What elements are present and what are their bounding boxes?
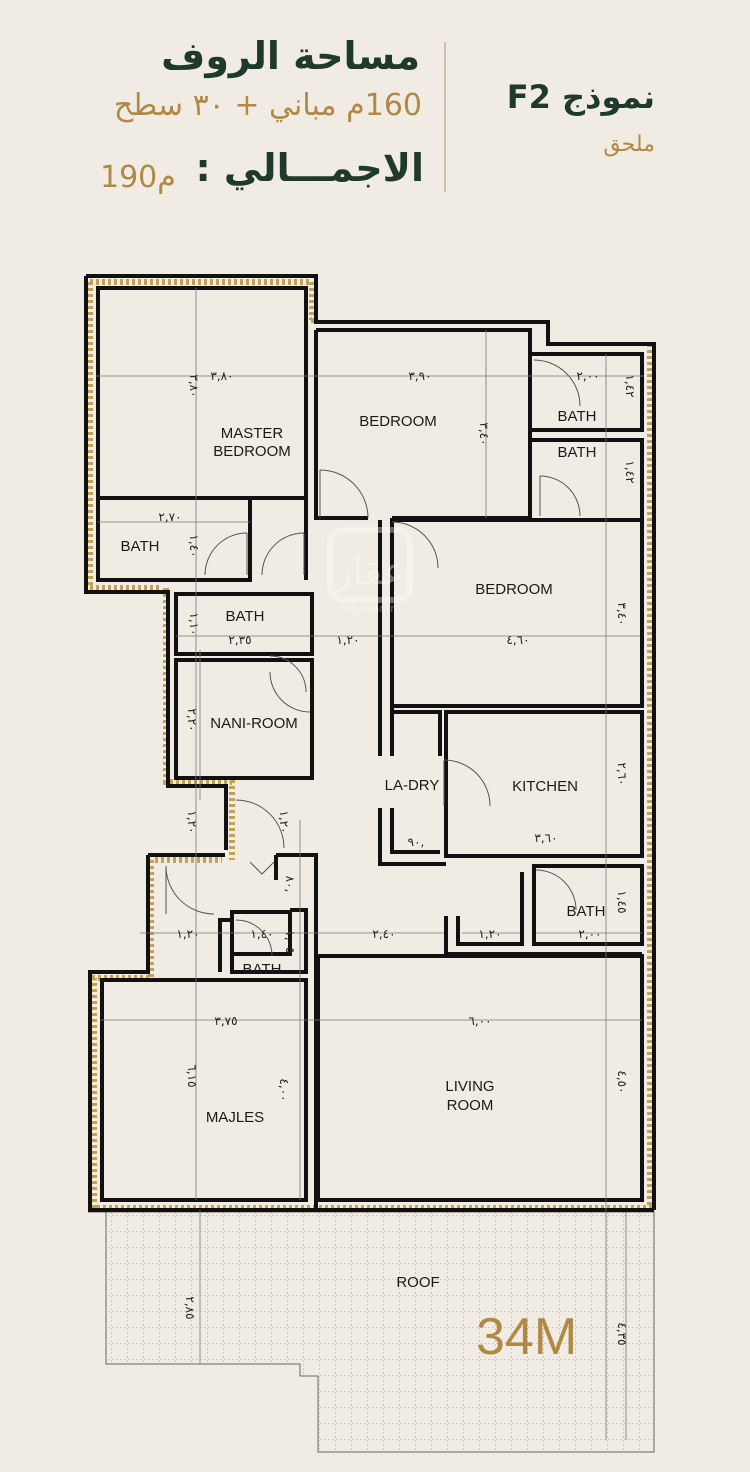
nani-room-label: NANI-ROOM <box>210 715 298 732</box>
living-room-label-1: LIVING <box>445 1078 494 1095</box>
doors <box>165 359 581 957</box>
dim-living-height: ٤,٥٠ <box>615 1070 629 1093</box>
dim-bed-top-height: ٣,٤٠ <box>477 422 491 445</box>
dim-bed-top-width: ٣,٩٠ <box>408 369 431 383</box>
dim-majles-width: ٣,٧٥ <box>214 1014 237 1028</box>
living-room-label-2: ROOM <box>447 1097 494 1114</box>
dim-bath-master-width: ٢,٧٠ <box>158 510 181 524</box>
dim-hall-width: ٢,٤٠ <box>372 927 395 941</box>
kitchen-label: KITCHEN <box>512 778 578 795</box>
dim-bath-kitchen-height: ١,٤٥ <box>615 890 629 913</box>
dim-bed-mid-width: ٤,٦٠ <box>506 633 529 647</box>
dim-bed-mid-height: ٣,٤٠ <box>615 602 629 625</box>
dim-bath-master-height: ١,٤٠ <box>187 534 201 557</box>
bath-top-2-label: BATH <box>558 444 597 461</box>
dim-nani-bath-height: ١,١٠ <box>187 612 201 635</box>
area-breakdown: 160م مباني + ٣٠ سطح <box>113 88 422 123</box>
dim-bath-top-h2: ١,٤٢ <box>623 460 637 483</box>
dim-small-height: ,٨٠ <box>283 876 297 893</box>
bedroom-mid-label: BEDROOM <box>475 581 553 598</box>
dim-hall-width-2: ١,٢٠ <box>478 927 501 941</box>
dim-kitchen-height: ٢,٦٠ <box>615 762 629 785</box>
header-divider <box>444 42 446 192</box>
dim-kitchen-width: ٣,٦٠ <box>534 831 557 845</box>
dim-master-height: ٣,٨٠ <box>187 374 201 397</box>
roof-area-title: مساحة الروف <box>161 34 420 78</box>
dim-roof-height: ٢,٨٥ <box>183 1296 197 1319</box>
bath-small-label: BATH <box>243 961 282 978</box>
dim-small-bath-width: ١,٤٠ <box>250 927 273 941</box>
model-title: نموذج F2 <box>506 78 655 116</box>
bath-nani-label: BATH <box>226 608 265 625</box>
bath-kitchen-label: BATH <box>567 903 606 920</box>
dim-living-width: ٦,٠٠ <box>468 1014 491 1028</box>
roof-terrace <box>88 1211 655 1453</box>
master-bedroom-label-2: BEDROOM <box>213 443 291 460</box>
dimension-lines <box>96 288 644 1440</box>
dim-bath-top-h1: ١,٤٢ <box>623 374 637 397</box>
laundry-label: LA-DRY <box>385 777 440 794</box>
dim-roof-height-2: ٤,٣٥ <box>615 1322 629 1345</box>
dim-majles-height-2: ٤,٠٠ <box>277 1078 291 1101</box>
dim-corridor-width: ١,٢٠ <box>336 633 359 647</box>
bedroom-top-label: BEDROOM <box>359 413 437 430</box>
dim-bath-top-width: ٢,٠٠ <box>576 369 599 383</box>
bath-top-1-label: BATH <box>558 408 597 425</box>
svg-text:عقار: عقار <box>332 551 406 594</box>
model-subtitle: ملحق <box>603 132 655 157</box>
dim-entry-width: ١,٢٠ <box>176 927 199 941</box>
master-bedroom-label-1: MASTER <box>221 425 284 442</box>
dim-nani-height: ٢,٢٠ <box>185 708 199 731</box>
dim-bath-kitchen-width: ٢,٠٠ <box>578 927 601 941</box>
roof-area-badge: 34M <box>476 1308 577 1366</box>
dim-laundry-width: ,٩٠ <box>408 835 425 849</box>
dim-majles-height: ٦,١٥ <box>185 1064 199 1087</box>
total-value: 190م <box>100 160 176 195</box>
bath-master-label: BATH <box>121 538 160 555</box>
dim-master-width: ٣,٨٠ <box>210 369 233 383</box>
roof-label: ROOF <box>396 1274 439 1291</box>
watermark: عقار sa.aqar.fm <box>327 527 413 615</box>
dim-hall-height-2: ١,٢٠ <box>277 810 291 833</box>
total-label: الاجمـــالي : <box>195 146 424 190</box>
dim-hall-height-1: ١,٢٠ <box>185 810 199 833</box>
dim-small-bath-height: ١,٠٥ <box>283 930 297 953</box>
dim-nani-bath-width: ٢,٣٥ <box>228 633 251 647</box>
majles-label: MAJLES <box>206 1109 264 1126</box>
svg-text:sa.aqar.fm: sa.aqar.fm <box>343 602 401 615</box>
